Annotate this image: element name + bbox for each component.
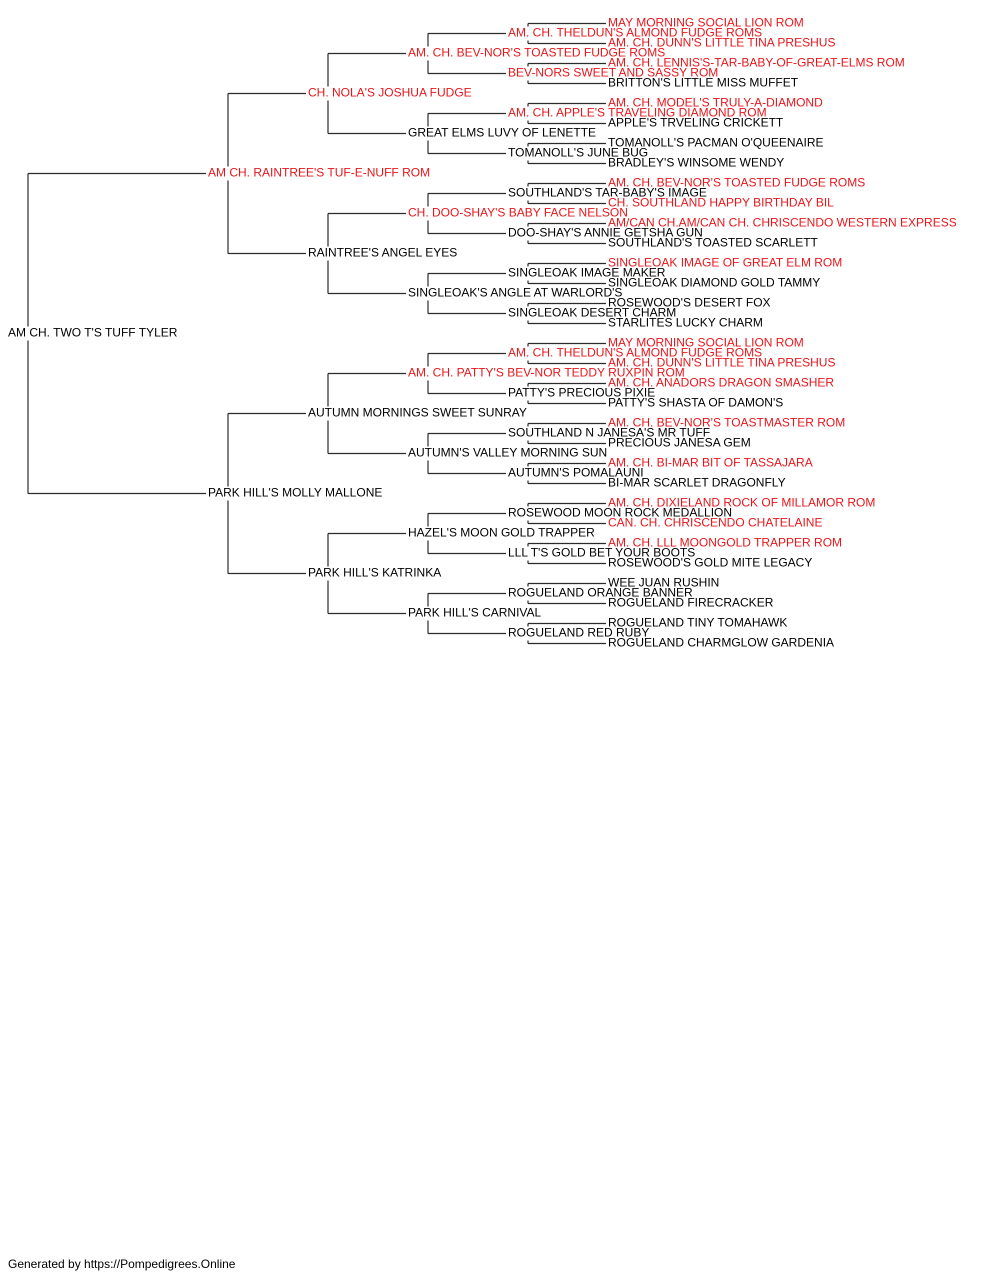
ancestor-name-gen5: AM. CH. DUNN'S LITTLE TINA PRESHUS [608,36,835,50]
ancestor-name-gen4: PATTY'S PRECIOUS PIXIE [508,386,655,400]
ancestor-name-gen4: ROGUELAND ORANGE BANNER [508,586,693,600]
ancestor-name-gen5: SOUTHLAND'S TOASTED SCARLETT [608,236,819,250]
ancestor-name-gen2: AUTUMN MORNINGS SWEET SUNRAY [308,406,527,420]
ancestor-name-gen3: AUTUMN'S VALLEY MORNING SUN [408,446,607,460]
ancestor-name-gen5: AM. CH. LENNIS'S-TAR-BABY-OF-GREAT-ELMS … [608,56,905,70]
ancestor-name-gen5: MAY MORNING SOCIAL LION ROM [608,16,804,30]
ancestor-name-gen5: AM. CH. DUNN'S LITTLE TINA PRESHUS [608,356,835,370]
ancestor-name-gen5: AM/CAN CH.AM/CAN CH. CHRISCENDO WESTERN … [608,216,957,230]
ancestor-name-gen3: SINGLEOAK'S ANGLE AT WARLORD'S [408,286,622,300]
ancestor-name-gen5: ROGUELAND FIRECRACKER [608,596,774,610]
ancestor-name-gen4: DOO-SHAY'S ANNIE GETSHA GUN [508,226,703,240]
ancestor-name-gen5: BRADLEY'S WINSOME WENDY [608,156,784,170]
ancestor-name-gen5: CH. SOUTHLAND HAPPY BIRTHDAY BIL [608,196,834,210]
ancestor-name-gen1: PARK HILL'S MOLLY MALLONE [208,486,382,500]
ancestor-name-gen5: AM. CH. BEV-NOR'S TOASTED FUDGE ROMS [608,176,865,190]
ancestor-name-gen5: TOMANOLL'S PACMAN O'QUEENAIRE [608,136,824,150]
ancestor-name-gen4: ROSEWOOD MOON ROCK MEDALLION [508,506,732,520]
ancestor-name-gen5: AM. CH. DIXIELAND ROCK OF MILLAMOR ROM [608,496,875,510]
ancestor-name-gen5: WEE JUAN RUSHIN [608,576,719,590]
ancestor-name-gen4: ROGUELAND RED RUBY [508,626,649,640]
ancestor-name-gen3: AM. CH. BEV-NOR'S TOASTED FUDGE ROMS [408,46,665,60]
footer-credit: Generated by https://Pompedigrees.Online [8,1257,236,1271]
ancestor-name-gen5: AM. CH. MODEL'S TRULY-A-DIAMOND [608,96,823,110]
ancestor-name-gen4: BEV-NORS SWEET AND SASSY ROM [508,66,718,80]
ancestor-name-gen5: BRITTON'S LITTLE MISS MUFFET [608,76,799,90]
ancestor-name-gen4: SINGLEOAK IMAGE MAKER [508,266,666,280]
ancestor-name-gen4: LLL T'S GOLD BET YOUR BOOTS [508,546,695,560]
ancestor-name-gen5: PRECIOUS JANESA GEM [608,436,751,450]
ancestor-name-gen5: BI-MAR SCARLET DRAGONFLY [608,476,786,490]
ancestor-name-gen5: SINGLEOAK IMAGE OF GREAT ELM ROM [608,256,842,270]
ancestor-name-gen3: AM. CH. PATTY'S BEV-NOR TEDDY RUXPIN ROM [408,366,685,380]
ancestor-name-gen5: CAN. CH. CHRISCENDO CHATELAINE [608,516,822,530]
ancestor-name-gen4: SINGLEOAK DESERT CHARM [508,306,676,320]
ancestor-name-gen4: TOMANOLL'S JUNE BUG [508,146,648,160]
ancestor-name-gen5: AM. CH. ANADORS DRAGON SMASHER [608,376,834,390]
ancestor-name-gen3: GREAT ELMS LUVY OF LENETTE [408,126,596,140]
subject-dog-name: AM CH. TWO T'S TUFF TYLER [8,326,178,340]
ancestor-name-gen3: HAZEL'S MOON GOLD TRAPPER [408,526,595,540]
ancestor-name-gen4: AUTUMN'S POMALAUNI [508,466,644,480]
ancestor-name-gen5: ROGUELAND TINY TOMAHAWK [608,616,787,630]
ancestor-name-gen3: CH. DOO-SHAY'S BABY FACE NELSON [408,206,628,220]
ancestor-name-gen5: AM. CH. LLL MOONGOLD TRAPPER ROM [608,536,842,550]
ancestor-name-gen5: ROSEWOOD'S GOLD MITE LEGACY [608,556,812,570]
ancestor-name-gen5: AM. CH. BI-MAR BIT OF TASSAJARA [608,456,813,470]
ancestor-name-gen1: AM CH. RAINTREE'S TUF-E-NUFF ROM [208,166,430,180]
ancestor-name-gen4: SOUTHLAND'S TAR-BABY'S IMAGE [508,186,707,200]
ancestor-name-gen5: MAY MORNING SOCIAL LION ROM [608,336,804,350]
ancestor-name-gen3: PARK HILL'S CARNIVAL [408,606,542,620]
ancestor-name-gen4: AM. CH. THELDUN'S ALMOND FUDGE ROMS [508,346,762,360]
ancestor-name-gen4: SOUTHLAND N JANESA'S MR TUFF [508,426,710,440]
ancestor-name-gen5: APPLE'S TRVELING CRICKETT [608,116,784,130]
ancestor-name-gen5: ROSEWOOD'S DESERT FOX [608,296,771,310]
ancestor-name-gen2: PARK HILL'S KATRINKA [308,566,441,580]
ancestor-name-gen5: PATTY'S SHASTA OF DAMON'S [608,396,783,410]
ancestor-name-gen5: ROGUELAND CHARMGLOW GARDENIA [608,636,834,650]
ancestor-name-gen4: AM. CH. THELDUN'S ALMOND FUDGE ROMS [508,26,762,40]
ancestor-name-gen5: SINGLEOAK DIAMOND GOLD TAMMY [608,276,820,290]
ancestor-name-gen2: CH. NOLA'S JOSHUA FUDGE [308,86,472,100]
ancestor-name-gen5: STARLITES LUCKY CHARM [608,316,763,330]
ancestor-name-gen2: RAINTREE'S ANGEL EYES [308,246,457,260]
ancestor-name-gen5: AM. CH. BEV-NOR'S TOASTMASTER ROM [608,416,845,430]
ancestor-name-gen4: AM. CH. APPLE'S TRAVELING DIAMOND ROM [508,106,767,120]
